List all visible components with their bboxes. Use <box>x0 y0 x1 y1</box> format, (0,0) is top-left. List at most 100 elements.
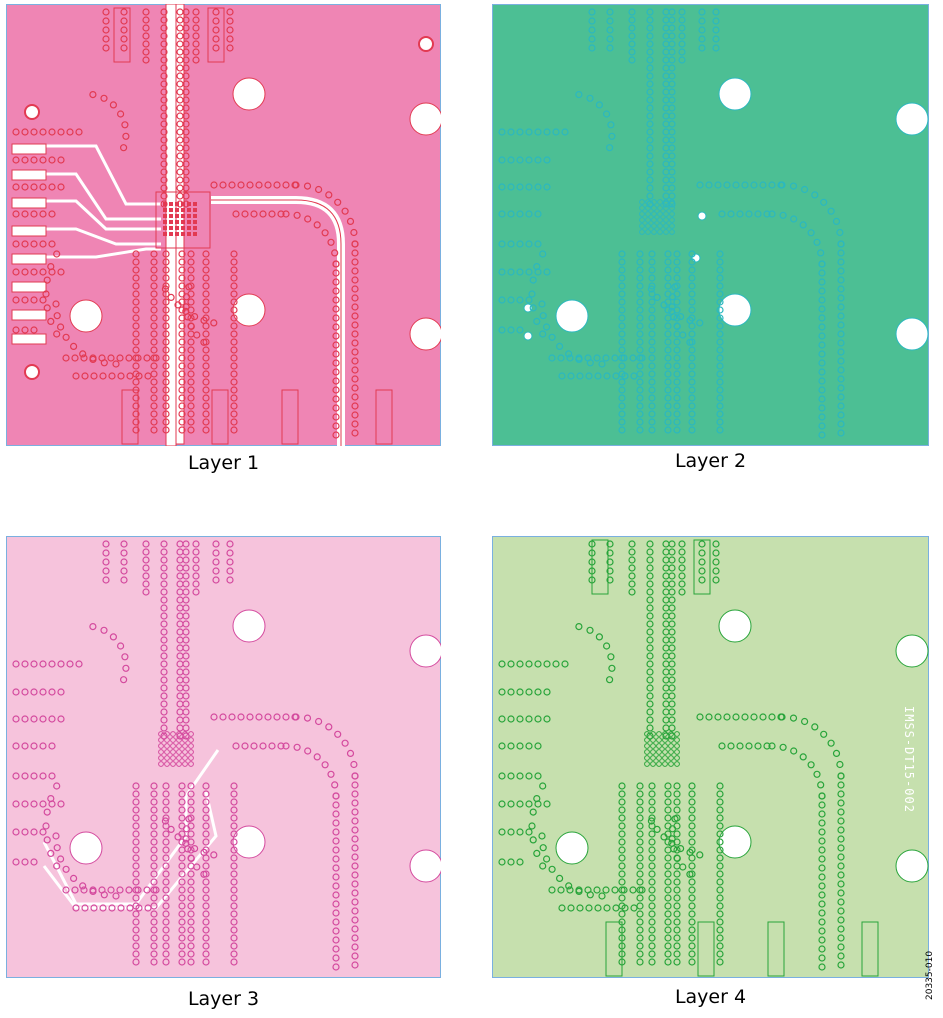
layer1-via <box>30 268 38 276</box>
layer1-via <box>192 48 200 56</box>
layer2-via <box>648 354 656 362</box>
layer3-via <box>202 942 210 950</box>
layer2-via <box>648 250 656 258</box>
layer4-via <box>768 713 776 721</box>
layer2-via <box>668 64 676 72</box>
layer3-via <box>182 580 190 588</box>
layer2-via <box>673 418 681 426</box>
layer1-via <box>202 282 210 290</box>
layer3-via <box>332 936 340 944</box>
layer4-via <box>837 772 845 780</box>
layer2-via <box>679 331 687 339</box>
layer2-via <box>763 210 771 218</box>
layer2-via <box>668 40 676 48</box>
layer3-via <box>150 942 158 950</box>
layer1-via <box>120 44 128 52</box>
layer1-via <box>178 370 186 378</box>
layer4-via <box>557 886 565 894</box>
layer2-via <box>648 258 656 266</box>
layer2-via <box>534 210 542 218</box>
layer1-rf-trace-curve-edge <box>211 199 342 446</box>
layer2-via <box>636 354 644 362</box>
layer3-via <box>187 918 195 926</box>
layer3-via <box>182 572 190 580</box>
layer3-via <box>230 942 238 950</box>
layer1-via <box>178 354 186 362</box>
layer3-via <box>102 567 110 575</box>
layer2-via <box>618 362 626 370</box>
layer4-via <box>588 567 596 575</box>
layer2-via <box>688 330 696 338</box>
layer2-via <box>668 144 676 152</box>
layer2-mounting-hole-4 <box>895 102 929 136</box>
layer3-via <box>160 548 168 556</box>
layer1-via <box>202 290 210 298</box>
layer3-via <box>192 548 200 556</box>
layer1-via <box>182 120 190 128</box>
layer2-via <box>516 183 524 191</box>
layer3-via <box>21 688 29 696</box>
layer3-ground-via <box>176 731 182 737</box>
layer1-chip-pad <box>163 226 167 230</box>
layer3-via <box>219 713 227 721</box>
layer2-via <box>516 268 524 276</box>
layer4-via <box>618 790 626 798</box>
layer4-via <box>698 567 706 575</box>
layer-2-caption: Layer 2 <box>674 450 747 472</box>
layer4-via <box>636 790 644 798</box>
layer2-via <box>668 168 676 176</box>
layer1-via <box>192 32 200 40</box>
layer4-via <box>716 830 724 838</box>
layer4-via <box>837 853 845 861</box>
layer1-via <box>75 128 83 136</box>
layer1-via <box>182 160 190 168</box>
layer1-via <box>182 303 190 311</box>
layer1-via <box>182 48 190 56</box>
layer1-via <box>132 290 140 298</box>
layer1-via <box>187 410 195 418</box>
layer3-via <box>182 732 190 740</box>
layer1-via <box>230 418 238 426</box>
layer1-via <box>182 200 190 208</box>
layer3-via <box>293 743 301 751</box>
layer4-via <box>827 739 835 747</box>
layer2-via <box>688 426 696 434</box>
layer1-via <box>142 32 150 40</box>
layer4-via <box>636 886 644 894</box>
layer1-via <box>193 331 201 339</box>
layer1-via <box>303 182 312 190</box>
layer1-via <box>132 306 140 314</box>
layer4-via <box>618 950 626 958</box>
layer2-via <box>618 426 626 434</box>
layer1-via <box>182 8 190 16</box>
layer1-via <box>132 394 140 402</box>
layer1-chip-pad <box>169 220 173 224</box>
layer3-via <box>187 942 195 950</box>
layer2-via <box>668 152 676 160</box>
layer2-via <box>688 274 696 282</box>
layer1-via <box>313 221 321 229</box>
layer3-via <box>212 567 220 575</box>
layer1-via <box>122 132 130 140</box>
layer2-via <box>576 372 584 380</box>
layer4-via <box>618 846 626 854</box>
layer4-component-bottom-4 <box>861 921 879 977</box>
layer3-via <box>39 800 47 808</box>
layer3-via <box>160 588 168 596</box>
layer3-via <box>187 894 195 902</box>
layer2-via <box>636 394 644 402</box>
layer2-via <box>837 330 845 338</box>
layer2-via <box>837 393 845 401</box>
layer3-via <box>160 620 168 628</box>
layer1-via <box>277 210 285 218</box>
layer4-ground-via <box>662 731 668 737</box>
layer2-via <box>712 17 720 25</box>
layer3-via <box>162 862 170 870</box>
layer2-via <box>648 314 656 322</box>
layer3-via <box>351 907 359 915</box>
layer1-via <box>202 258 210 266</box>
layer1-via <box>182 40 190 48</box>
layer3-via <box>132 942 140 950</box>
layer1-via <box>178 322 186 330</box>
layer3-via <box>162 934 170 942</box>
